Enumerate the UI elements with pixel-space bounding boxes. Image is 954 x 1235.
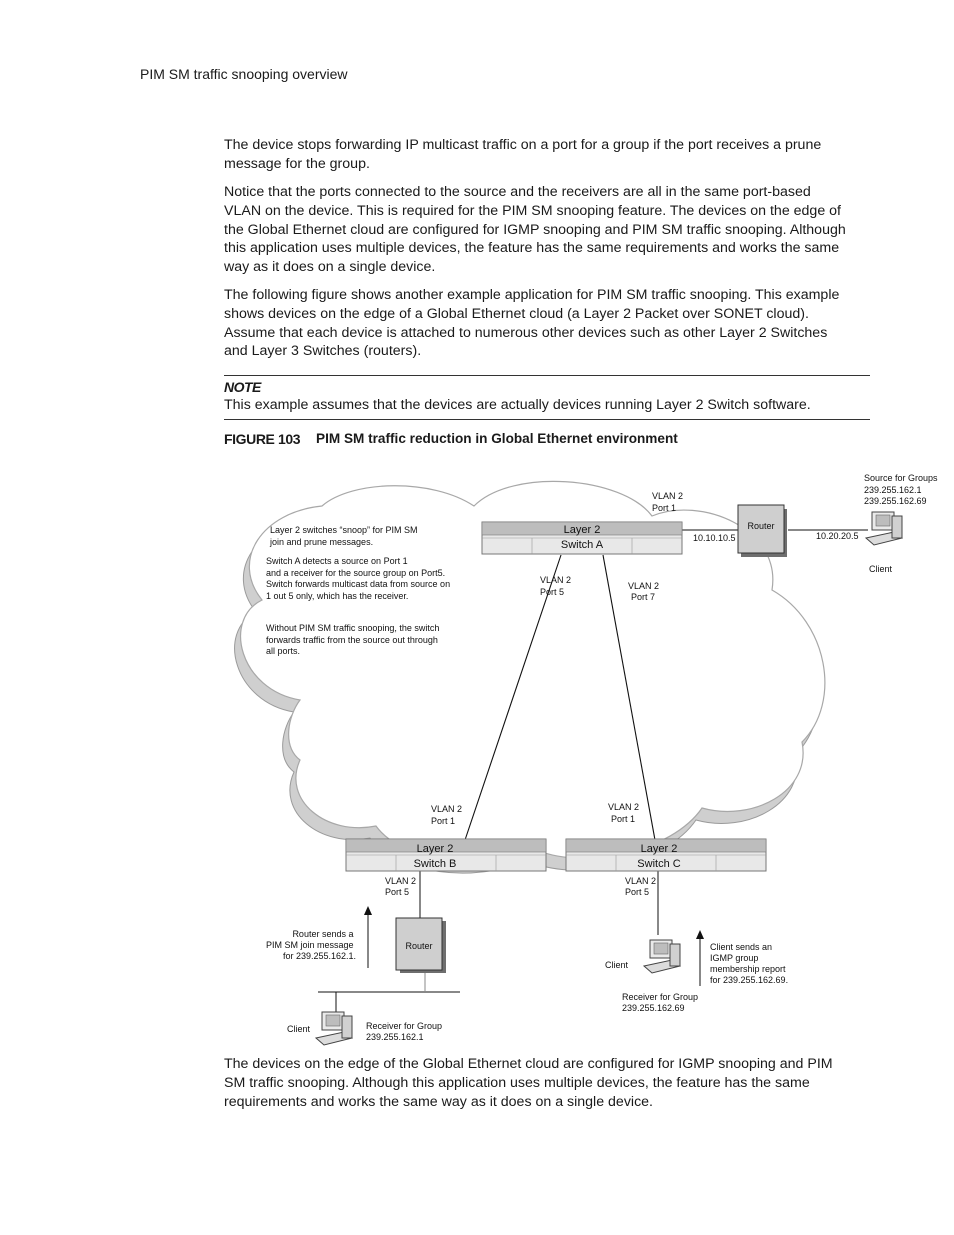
switch-c-label-bottom: Switch C — [637, 858, 680, 870]
figure-number: FIGURE 103 — [224, 431, 301, 447]
cloud-note-snoop: Layer 2 switches “snoop” for PIM SM join… — [269, 525, 420, 547]
switch-b: Layer 2 Switch B — [345, 838, 547, 872]
link-a-b — [464, 554, 562, 841]
receiver-group-b: Receiver for Group 239.255.162.1 — [366, 1021, 445, 1042]
router-top: Router — [737, 504, 787, 557]
switch-b-port5-label: VLAN 2 Port 5 — [385, 876, 419, 897]
client-label-top: Client — [869, 564, 893, 574]
paragraph-vlan: Notice that the ports connected to the s… — [224, 184, 846, 276]
paragraph-prune: The device stops forwarding IP multicast… — [224, 137, 822, 172]
switch-a-port1-label: VLAN 2 Port 1 — [652, 491, 686, 513]
switch-b-label-bottom: Switch B — [414, 858, 457, 870]
link-a-c — [602, 554, 656, 841]
cloud-note-detect: Switch A detects a source on Port 1 and … — [266, 556, 453, 601]
switch-a-port7-label: VLAN 2 Port 7 — [628, 581, 662, 602]
arrow-up-icon — [364, 906, 372, 968]
ip-client-side: 10.20.20.5 — [816, 531, 859, 541]
switch-a-label-bottom: Switch A — [561, 539, 604, 551]
paragraph-figure-intro: The following figure shows another examp… — [224, 287, 840, 360]
client-report-note: Client sends an IGMP group membership re… — [710, 942, 788, 985]
cloud-note-without: Without PIM SM traffic snooping, the swi… — [266, 623, 442, 656]
switch-c-label-top: Layer 2 — [641, 843, 678, 855]
note-bottom-rule — [224, 419, 870, 420]
ip-switch-side: 10.10.10.5 — [693, 533, 736, 543]
running-header: PIM SM traffic snooping overview — [140, 66, 348, 82]
arrow-up-icon — [696, 930, 704, 986]
router-join-note: Router sends a PIM SM join message for 2… — [266, 929, 356, 961]
computer-icon — [314, 1011, 354, 1046]
note-title: NOTE — [224, 379, 261, 395]
switch-c: Layer 2 Switch C — [565, 838, 767, 872]
router-bottom-label: Router — [405, 941, 432, 951]
note-text: This example assumes that the devices ar… — [224, 397, 811, 413]
switch-b-label-top: Layer 2 — [417, 843, 454, 855]
switch-c-port1-label: VLAN 2 Port 1 — [608, 802, 642, 824]
router-top-label: Router — [747, 521, 774, 531]
computer-icon — [642, 939, 682, 974]
switch-a-label-top: Layer 2 — [564, 524, 601, 536]
figure-caption: PIM SM traffic reduction in Global Ether… — [316, 431, 678, 446]
switch-a: Layer 2 Switch A — [481, 521, 683, 555]
client-label-left: Client — [287, 1024, 311, 1034]
switch-c-port5-label: VLAN 2 Port 5 — [625, 876, 659, 897]
client-label-right: Client — [605, 960, 629, 970]
receiver-group-c: Receiver for Group 239.255.162.69 — [622, 992, 701, 1013]
note-top-rule — [224, 375, 870, 376]
computer-icon — [864, 511, 904, 546]
paragraph-closing: The devices on the edge of the Global Et… — [224, 1056, 833, 1110]
source-groups-label: Source for Groups 239.255.162.1 239.255.… — [864, 473, 940, 506]
switch-b-port1-label: VLAN 2 Port 1 — [431, 804, 465, 826]
router-bottom: Router — [395, 917, 446, 973]
switch-a-port5-label: VLAN 2 Port 5 — [540, 575, 574, 597]
